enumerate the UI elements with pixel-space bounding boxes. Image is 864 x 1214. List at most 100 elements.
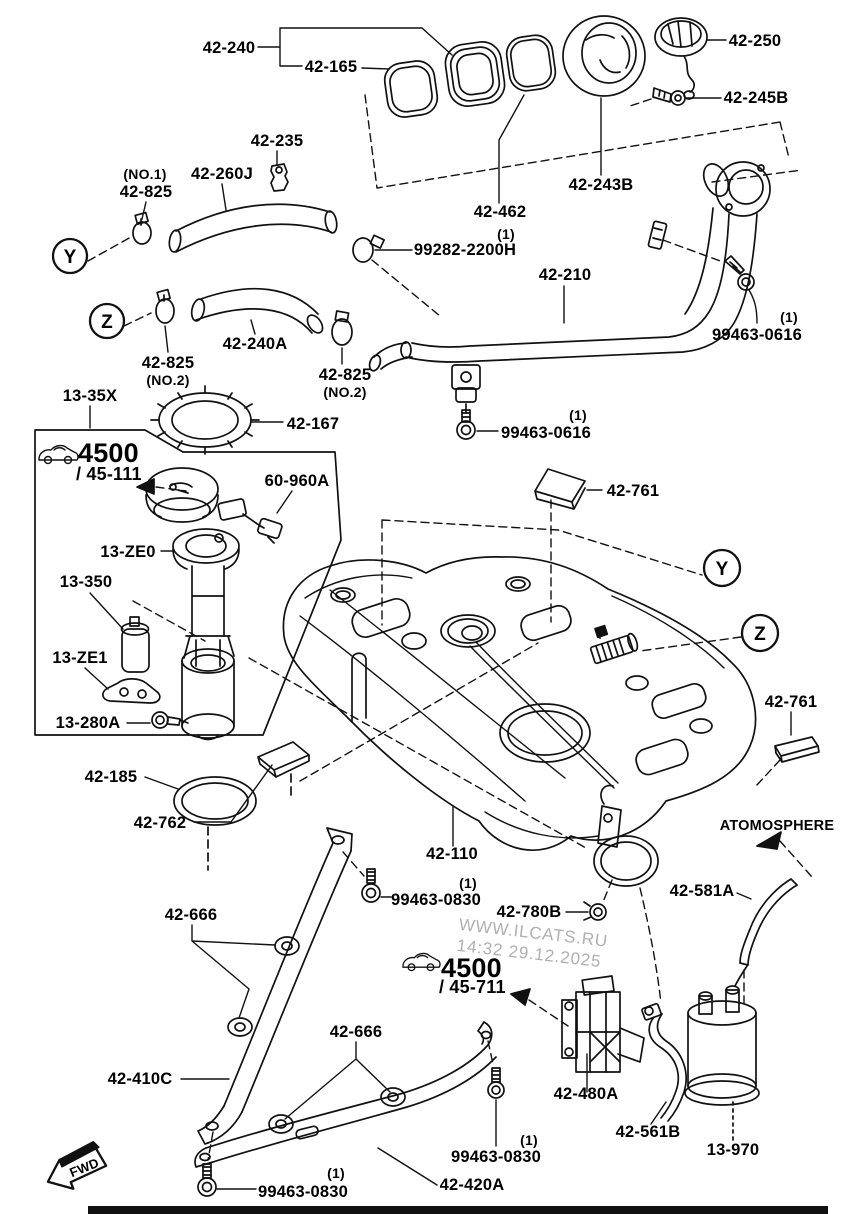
protector-pad-42-762 — [193, 741, 310, 823]
view-circle-y-left — [51, 237, 89, 275]
breather-hose-42-260j — [168, 203, 338, 253]
part-label-13-35x: 13-35X — [63, 387, 117, 405]
view-circle-z-left — [88, 302, 126, 340]
view-circle-z-right — [740, 613, 780, 653]
part-label-99463-0830-left: 99463-0830 — [258, 1183, 348, 1201]
part-label-42-480a: 42-480A — [554, 1085, 619, 1103]
model-range-primary: / 45-111 — [76, 464, 142, 484]
leader-42-240a — [250, 319, 256, 335]
part-label-42-235: 42-235 — [251, 132, 304, 150]
filler-gasket-rings — [383, 34, 557, 118]
fuel-cap — [654, 17, 708, 100]
pump-reservoir-cup — [181, 648, 235, 741]
part-label-99282-2200h: 99282-2200H — [414, 241, 516, 259]
fuel-tank-body — [282, 556, 757, 851]
bolt-99463-0616-right — [724, 255, 758, 324]
cap-tether-screw — [652, 87, 686, 106]
tank-lock-ring — [150, 385, 284, 455]
part-label-42-110: 42-110 — [426, 845, 478, 863]
leader-42-666-top — [191, 924, 276, 1019]
leader-42-420a — [377, 1147, 438, 1186]
qty-0830-right: (1) — [520, 1132, 538, 1148]
view-marker-z-left: Z — [101, 312, 113, 333]
part-label-13-350: 13-350 — [60, 573, 113, 591]
leader-42-825-no2-left — [164, 325, 169, 353]
dashed-pump-fit — [132, 600, 206, 642]
dashed-bolt-right — [662, 239, 724, 263]
part-label-13-970: 13-970 — [707, 1141, 760, 1159]
clamp-42-825-no1 — [132, 211, 152, 245]
model-code-primary: 4500 — [78, 438, 139, 468]
part-label-13-ze0: 13-ZE0 — [100, 543, 155, 561]
qualifier-no2-left: (NO.2) — [146, 372, 189, 388]
bolt-99463-0830-top — [342, 851, 392, 903]
pump-column — [183, 565, 235, 667]
part-label-42-243b: 42-243B — [569, 176, 634, 194]
part-label-42-666-bottom: 42-666 — [330, 1023, 383, 1041]
atmosphere-label: ATOMOSPHERE — [720, 818, 835, 834]
canister-pipe-42-561b — [641, 1002, 687, 1125]
pump-inset-box — [34, 429, 342, 736]
part-label-42-581a: 42-581A — [670, 882, 735, 900]
part-label-42-761-right: 42-761 — [765, 693, 818, 711]
part-label-42-462: 42-462 — [474, 203, 527, 221]
qty-0830-left: (1) — [327, 1165, 345, 1181]
canister-bracket-42-480a — [561, 975, 645, 1093]
part-label-42-245b: 42-245B — [724, 89, 789, 107]
sensor-13-280a — [126, 711, 189, 729]
vent-hose-42-581a — [736, 878, 798, 1004]
dashed-clamp-to-pipe — [371, 259, 441, 317]
hose-clip — [270, 163, 289, 192]
part-label-99463-0830-top: 99463-0830 — [391, 891, 481, 909]
part-label-13-ze1: 13-ZE1 — [52, 649, 107, 667]
dashed-view-y-left — [87, 236, 132, 262]
part-label-42-240: 42-240 — [203, 39, 256, 57]
leader-42-666-bottom — [284, 1041, 391, 1120]
part-label-42-825-no1: 42-825 — [120, 183, 173, 201]
vehicle-icon-2 — [402, 952, 441, 972]
view-marker-y-right: Y — [716, 559, 729, 580]
insulator-pad-right — [755, 711, 820, 787]
part-label-42-666-top: 42-666 — [165, 906, 218, 924]
part-label-99463-0616-right: 99463-0616 — [712, 326, 802, 344]
part-label-42-410c: 42-410C — [108, 1070, 173, 1088]
view-circle-y-right — [702, 548, 742, 588]
bracket-13-ze1 — [84, 667, 161, 704]
part-label-42-210: 42-210 — [539, 266, 592, 284]
filler-hose-42-240a — [190, 287, 324, 334]
clamp-99282-2200h — [352, 234, 385, 263]
part-label-13-280a: 13-280A — [56, 714, 121, 732]
tank-strap-42-420a — [194, 1021, 497, 1168]
dashed-region-top — [364, 94, 790, 189]
dashed-view-z-right — [639, 636, 742, 652]
part-label-60-960a: 60-960A — [265, 472, 330, 490]
clamp-42-825-no2-right — [331, 310, 353, 346]
bottom-edge-bar — [88, 1206, 828, 1214]
tank-outlet-clamp — [593, 784, 659, 887]
dashed-pad-to-tank — [299, 642, 539, 782]
part-label-42-250: 42-250 — [729, 32, 782, 50]
part-label-42-825-no2-right: 42-825 — [319, 366, 372, 384]
diagram-line-art — [34, 15, 828, 1214]
filler-neck-retainer — [562, 15, 646, 97]
part-label-42-165: 42-165 — [305, 58, 358, 76]
dashed-tank-region — [381, 519, 703, 626]
dashed-clamp-canister — [639, 887, 662, 1004]
qty-99282: (1) — [497, 226, 515, 242]
fuel-pump-13-350 — [89, 592, 150, 673]
part-label-42-761-top: 42-761 — [607, 482, 660, 500]
part-label-42-420a: 42-420A — [440, 1176, 505, 1194]
part-label-42-561b: 42-561B — [616, 1123, 681, 1141]
bolt-99463-0830-right — [487, 1040, 505, 1147]
fuel-filler-pipe — [368, 161, 771, 372]
qty-0616-right: (1) — [780, 309, 798, 325]
qualifier-no1: (NO.1) — [123, 166, 166, 182]
pipe-clamp-bracket — [451, 364, 499, 440]
leader-42-260j — [221, 183, 227, 211]
model-code-secondary: 4500 — [441, 953, 502, 983]
fuel-gauge-sender-60-960a — [217, 490, 293, 544]
dashed-780b — [602, 879, 613, 903]
clamp-42-825-no2-left — [155, 288, 175, 324]
dashed-arrow-45711 — [528, 999, 569, 1027]
